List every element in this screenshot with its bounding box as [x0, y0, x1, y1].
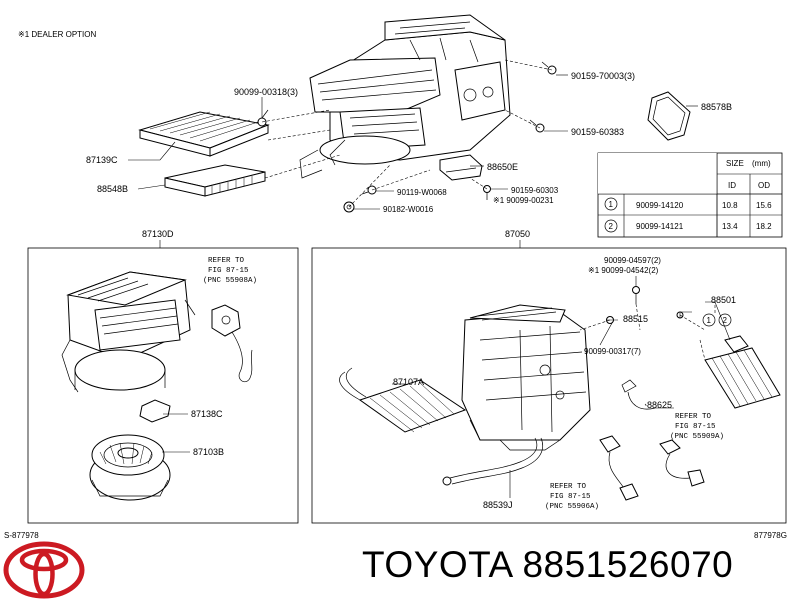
label-87139c: 87139C	[86, 155, 118, 165]
size-title: SIZE	[726, 159, 744, 168]
ref-55908a-line2: FIG 87-15	[208, 267, 249, 275]
label-90099-00318: 90099-00318(3)	[234, 87, 298, 97]
label-88650e: 88650E	[487, 162, 518, 172]
label-87107a: 87107A	[393, 377, 424, 387]
label-90159-60303: 90159-60303	[511, 186, 559, 195]
size-header-id: ID	[728, 181, 736, 190]
code-left: S-877978	[4, 531, 39, 540]
size-row-1-part: 90099-14120	[636, 201, 684, 210]
blower-motor-87103b	[89, 434, 171, 501]
label-88548b: 88548B	[97, 184, 128, 194]
label-88515: 88515	[623, 314, 648, 324]
size-unit: (mm)	[752, 159, 771, 168]
ref-55906a-line1: REFER TO	[550, 483, 587, 491]
ref-55909a-line2: FIG 87-15	[675, 423, 716, 431]
heater-core-87107a	[339, 367, 467, 433]
label-90099-00231: ※1 90099-00231	[493, 196, 554, 205]
heater-unit-87050	[461, 304, 591, 451]
sensor-88625	[621, 379, 656, 410]
ref-55908a-line3: (PNC 55908A)	[203, 277, 257, 285]
ref-55908a-line1: REFER TO	[208, 257, 245, 265]
ref-55909a-line3: (PNC 55909A)	[670, 433, 724, 441]
code-right: 877978G	[754, 531, 787, 540]
brand-line: TOYOTA 8851526070	[362, 546, 733, 583]
part-87138c	[139, 399, 171, 423]
size-row-1-id: 10.8	[722, 201, 738, 210]
label-87103b: 87103B	[193, 447, 224, 457]
label-88625: 88625	[647, 400, 672, 410]
size-row-2-od: 18.2	[756, 222, 772, 231]
toyota-logo-icon	[3, 541, 85, 599]
top-leader-lines	[128, 74, 698, 210]
right-leader-lines	[392, 276, 731, 498]
hose-88539j	[442, 437, 544, 486]
label-88539j: 88539J	[483, 500, 513, 510]
screws-right	[606, 286, 732, 327]
dealer-option-note: ※1 DEALER OPTION	[18, 30, 97, 39]
gasket-88578b	[647, 91, 691, 141]
label-87138c: 87138C	[191, 409, 223, 419]
bubble-1: 1	[707, 316, 712, 325]
box-87130d	[27, 247, 299, 524]
evaporator-88501	[704, 335, 781, 409]
resistor-wire	[211, 304, 253, 383]
label-87130d: 87130D	[142, 229, 174, 239]
label-90159-70003: 90159-70003(3)	[571, 71, 635, 81]
filter-frame-88548b	[164, 164, 266, 197]
blower-unit-87130d	[61, 271, 196, 393]
size-header-od: OD	[758, 181, 770, 190]
size-table: SIZE (mm) ID OD 1 90099-14120 10.8 15.6 …	[597, 152, 783, 238]
size-row-2-id: 13.4	[722, 222, 738, 231]
ref-55906a-line3: (PNC 55906A)	[545, 503, 599, 511]
size-row-2-part: 90099-14121	[636, 222, 684, 231]
wire-harness-55906a	[599, 435, 639, 501]
label-88578b: 88578B	[701, 102, 732, 112]
brand-name: TOYOTA	[362, 544, 512, 585]
ref-55906a-line2: FIG 87-15	[550, 493, 591, 501]
bubble-2: 2	[723, 316, 728, 325]
label-90099-04542: ※1 90099-04542(2)	[588, 266, 659, 275]
label-90099-00317: 90099-00317(7)	[584, 347, 641, 356]
filter-87139c	[138, 111, 270, 157]
part-number: 8851526070	[522, 544, 734, 585]
size-row-1-od: 15.6	[756, 201, 772, 210]
label-90119-w0068: 90119-W0068	[397, 188, 447, 197]
label-87050: 87050	[505, 229, 530, 239]
ref-55909a-line1: REFER TO	[675, 413, 712, 421]
label-90159-60383: 90159-60383	[571, 127, 624, 137]
size-row-1-no: 1	[609, 200, 614, 209]
box-87050	[311, 247, 787, 524]
module-88650e	[439, 154, 483, 181]
wire-harness-55909a	[659, 439, 705, 487]
label-90182-w0016: 90182-W0016	[383, 205, 434, 214]
top-hvac-assembly	[299, 14, 511, 179]
label-88501: 88501	[711, 295, 736, 305]
size-row-2-no: 2	[609, 222, 614, 231]
label-90099-04597: 90099-04597(2)	[604, 256, 661, 265]
